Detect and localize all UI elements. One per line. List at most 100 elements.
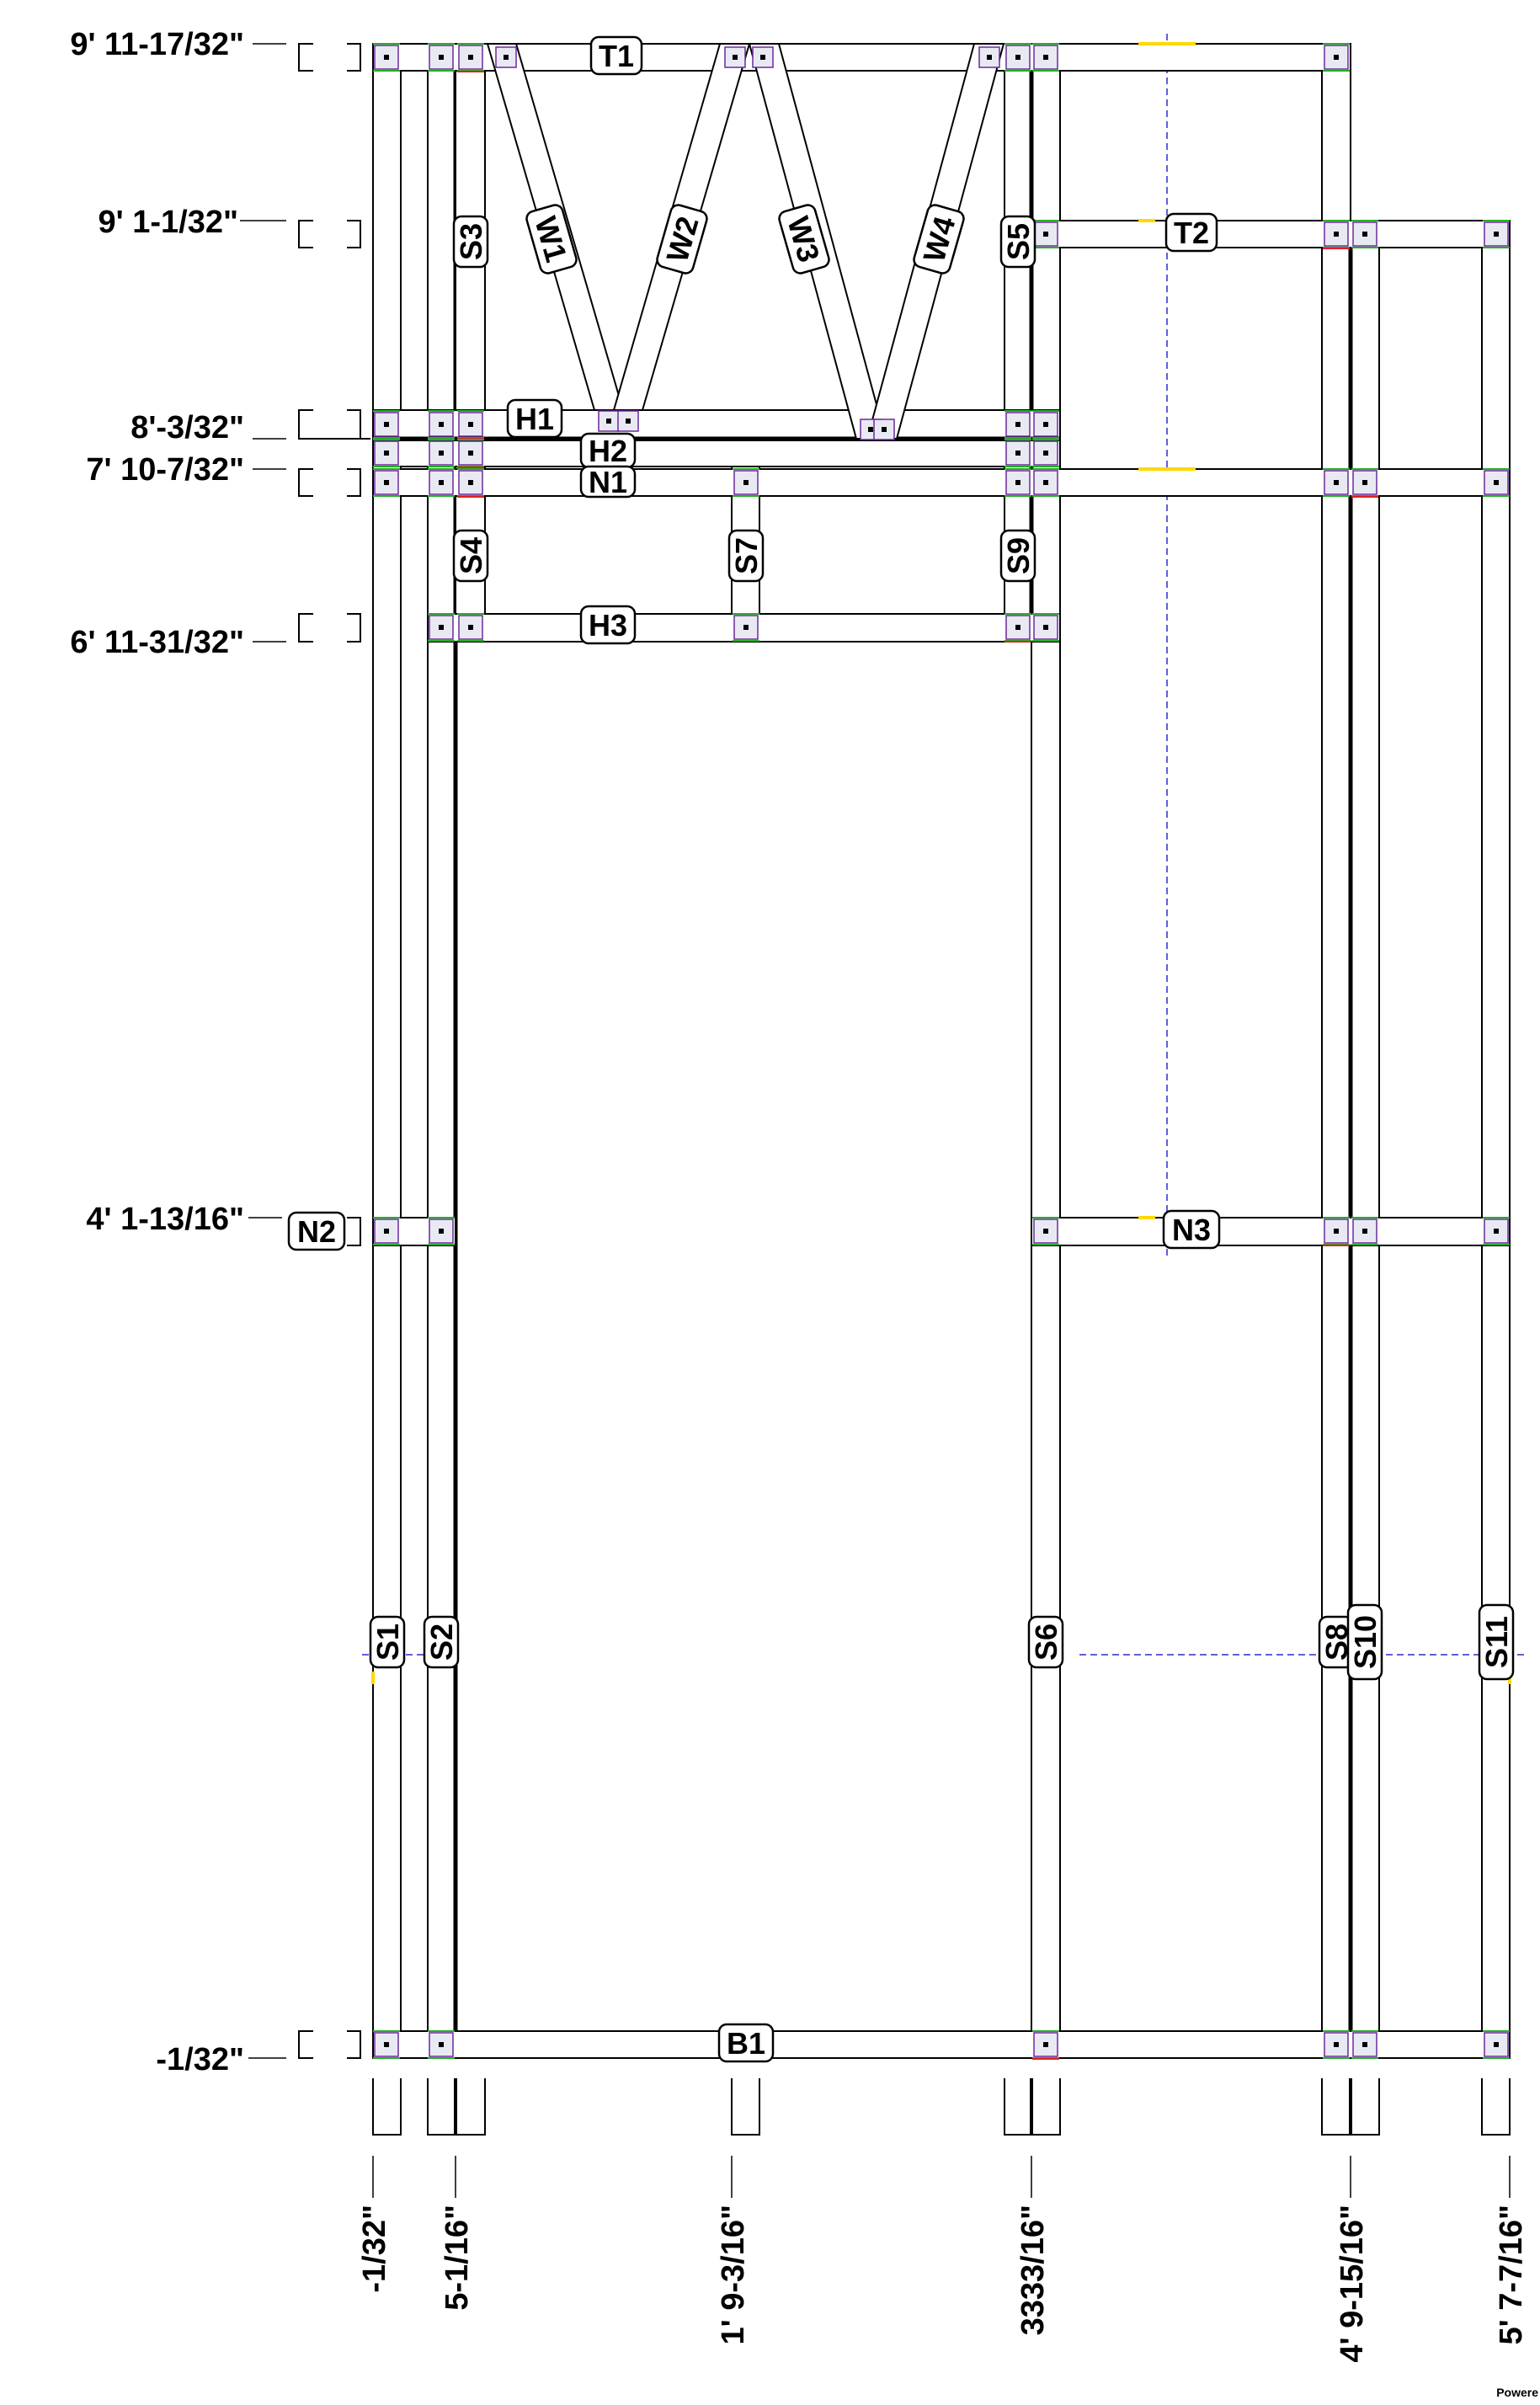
tag-h1: H1 [506,398,563,439]
connector-plate [373,410,400,439]
stud-s2 [427,43,456,2059]
connector-plate [1323,468,1350,497]
connector-plate [1004,43,1031,72]
connector-plate [1032,220,1059,248]
connector-web [873,419,895,440]
connector-plate [428,410,455,439]
stud-s8 [1321,43,1351,2059]
connector-plate [457,468,484,498]
tag-s11: S11 [1478,1603,1515,1681]
connector-plate [457,439,484,468]
connector-plate [1032,613,1059,642]
connector-plate [428,43,455,72]
connector-plate [428,613,455,642]
tag-w1: W1 [525,204,578,275]
tag-s1: S1 [369,1615,406,1669]
connector-plate [373,439,400,467]
tag-h2: H2 [579,432,637,469]
station-label-x5: 4' 9-15/16" [1335,2205,1370,2363]
connector-plate [1032,439,1059,467]
bracket-e1 [298,43,361,72]
plate-t2 [1031,220,1511,248]
tag-s8: S8 [1318,1615,1355,1669]
connector-web [724,46,746,68]
connector-web [752,46,774,68]
svg-text:S6: S6 [1029,1624,1063,1661]
plate-n3 [1031,1217,1511,1246]
connector-plate [457,613,484,642]
connector-web [617,410,639,432]
connector-plate [1032,1217,1059,1245]
elevation-label-e2: 9' 1-1/32" [99,205,239,240]
connector-plate [1032,410,1059,439]
elevation-label-e6: 4' 1-13/16" [86,1202,244,1237]
connector-plate [428,439,455,467]
tag-n3: N3 [1162,1209,1221,1250]
bracket-e2 [298,220,361,248]
bracket-e4 [298,468,361,497]
elevation-label-e3: 8'-3/32" [131,410,244,445]
svg-text:S5: S5 [1001,223,1036,260]
connector-plate [428,2030,455,2059]
svg-text:N1: N1 [589,465,627,499]
tag-n1: N1 [579,465,637,499]
tag-s3: S3 [452,215,489,269]
connector-plate [1351,220,1378,248]
station-label-x2: 5-1/16" [440,2205,475,2311]
connector-plate [373,468,400,497]
stud-s10 [1350,220,1380,2059]
connector-plate [1323,2030,1350,2059]
connector-plate [428,468,455,497]
svg-text:W4: W4 [916,213,962,266]
connector-plate [428,1217,455,1245]
tag-h3: H3 [579,605,637,645]
tag-s5: S5 [999,215,1036,269]
bracket-e5 [298,613,361,643]
svg-text:N3: N3 [1172,1213,1211,1247]
bracket-x3 [731,2078,760,2136]
connector-plate [1351,468,1378,498]
tag-s4: S4 [452,529,489,583]
plate-b1 [372,2030,1511,2059]
tag-w3: W3 [778,204,830,275]
svg-text:T2: T2 [1174,216,1209,250]
connector-plate [1351,1217,1378,1245]
connector-plate [1323,220,1350,249]
connector-plate [1323,1217,1350,1246]
elevation-label-e5: 6' 11-31/32" [70,625,244,660]
tag-t2: T2 [1164,212,1218,253]
svg-text:T1: T1 [599,39,634,73]
bracket-e6 [347,1217,361,1246]
tag-s2: S2 [423,1615,460,1669]
bracket-e3 [298,409,361,440]
svg-text:H1: H1 [515,402,554,436]
connector-web [598,410,620,432]
station-brackets [372,2078,1511,2136]
connector-plate [1004,410,1031,439]
tag-s6: S6 [1027,1615,1064,1669]
svg-text:S10: S10 [1348,1615,1383,1669]
svg-text:B1: B1 [727,2026,765,2061]
svg-text:S2: S2 [424,1624,459,1661]
connector-web [978,46,1000,68]
tag-t1: T1 [589,35,643,76]
svg-text:S4: S4 [454,537,488,574]
svg-text:S7: S7 [729,537,764,574]
connector-plate [1032,468,1059,497]
connector-group [373,43,1510,2060]
station-label-x4: 3333/16" [1015,2205,1051,2335]
tag-s9: S9 [999,529,1036,583]
tag-w4: W4 [913,204,965,275]
station-label-x1: -1/32" [357,2205,392,2293]
elevation-label-e4: 7' 10-7/32" [86,452,244,488]
elevation-brackets [298,43,361,2059]
tag-s10: S10 [1346,1603,1383,1681]
connector-plate [373,1217,400,1245]
stud-s6 [1031,43,1061,2059]
svg-text:H3: H3 [589,608,627,643]
plate-t1 [372,43,1351,72]
bracket-x6 [1481,2078,1511,2136]
connector-plate [1032,2030,1059,2060]
